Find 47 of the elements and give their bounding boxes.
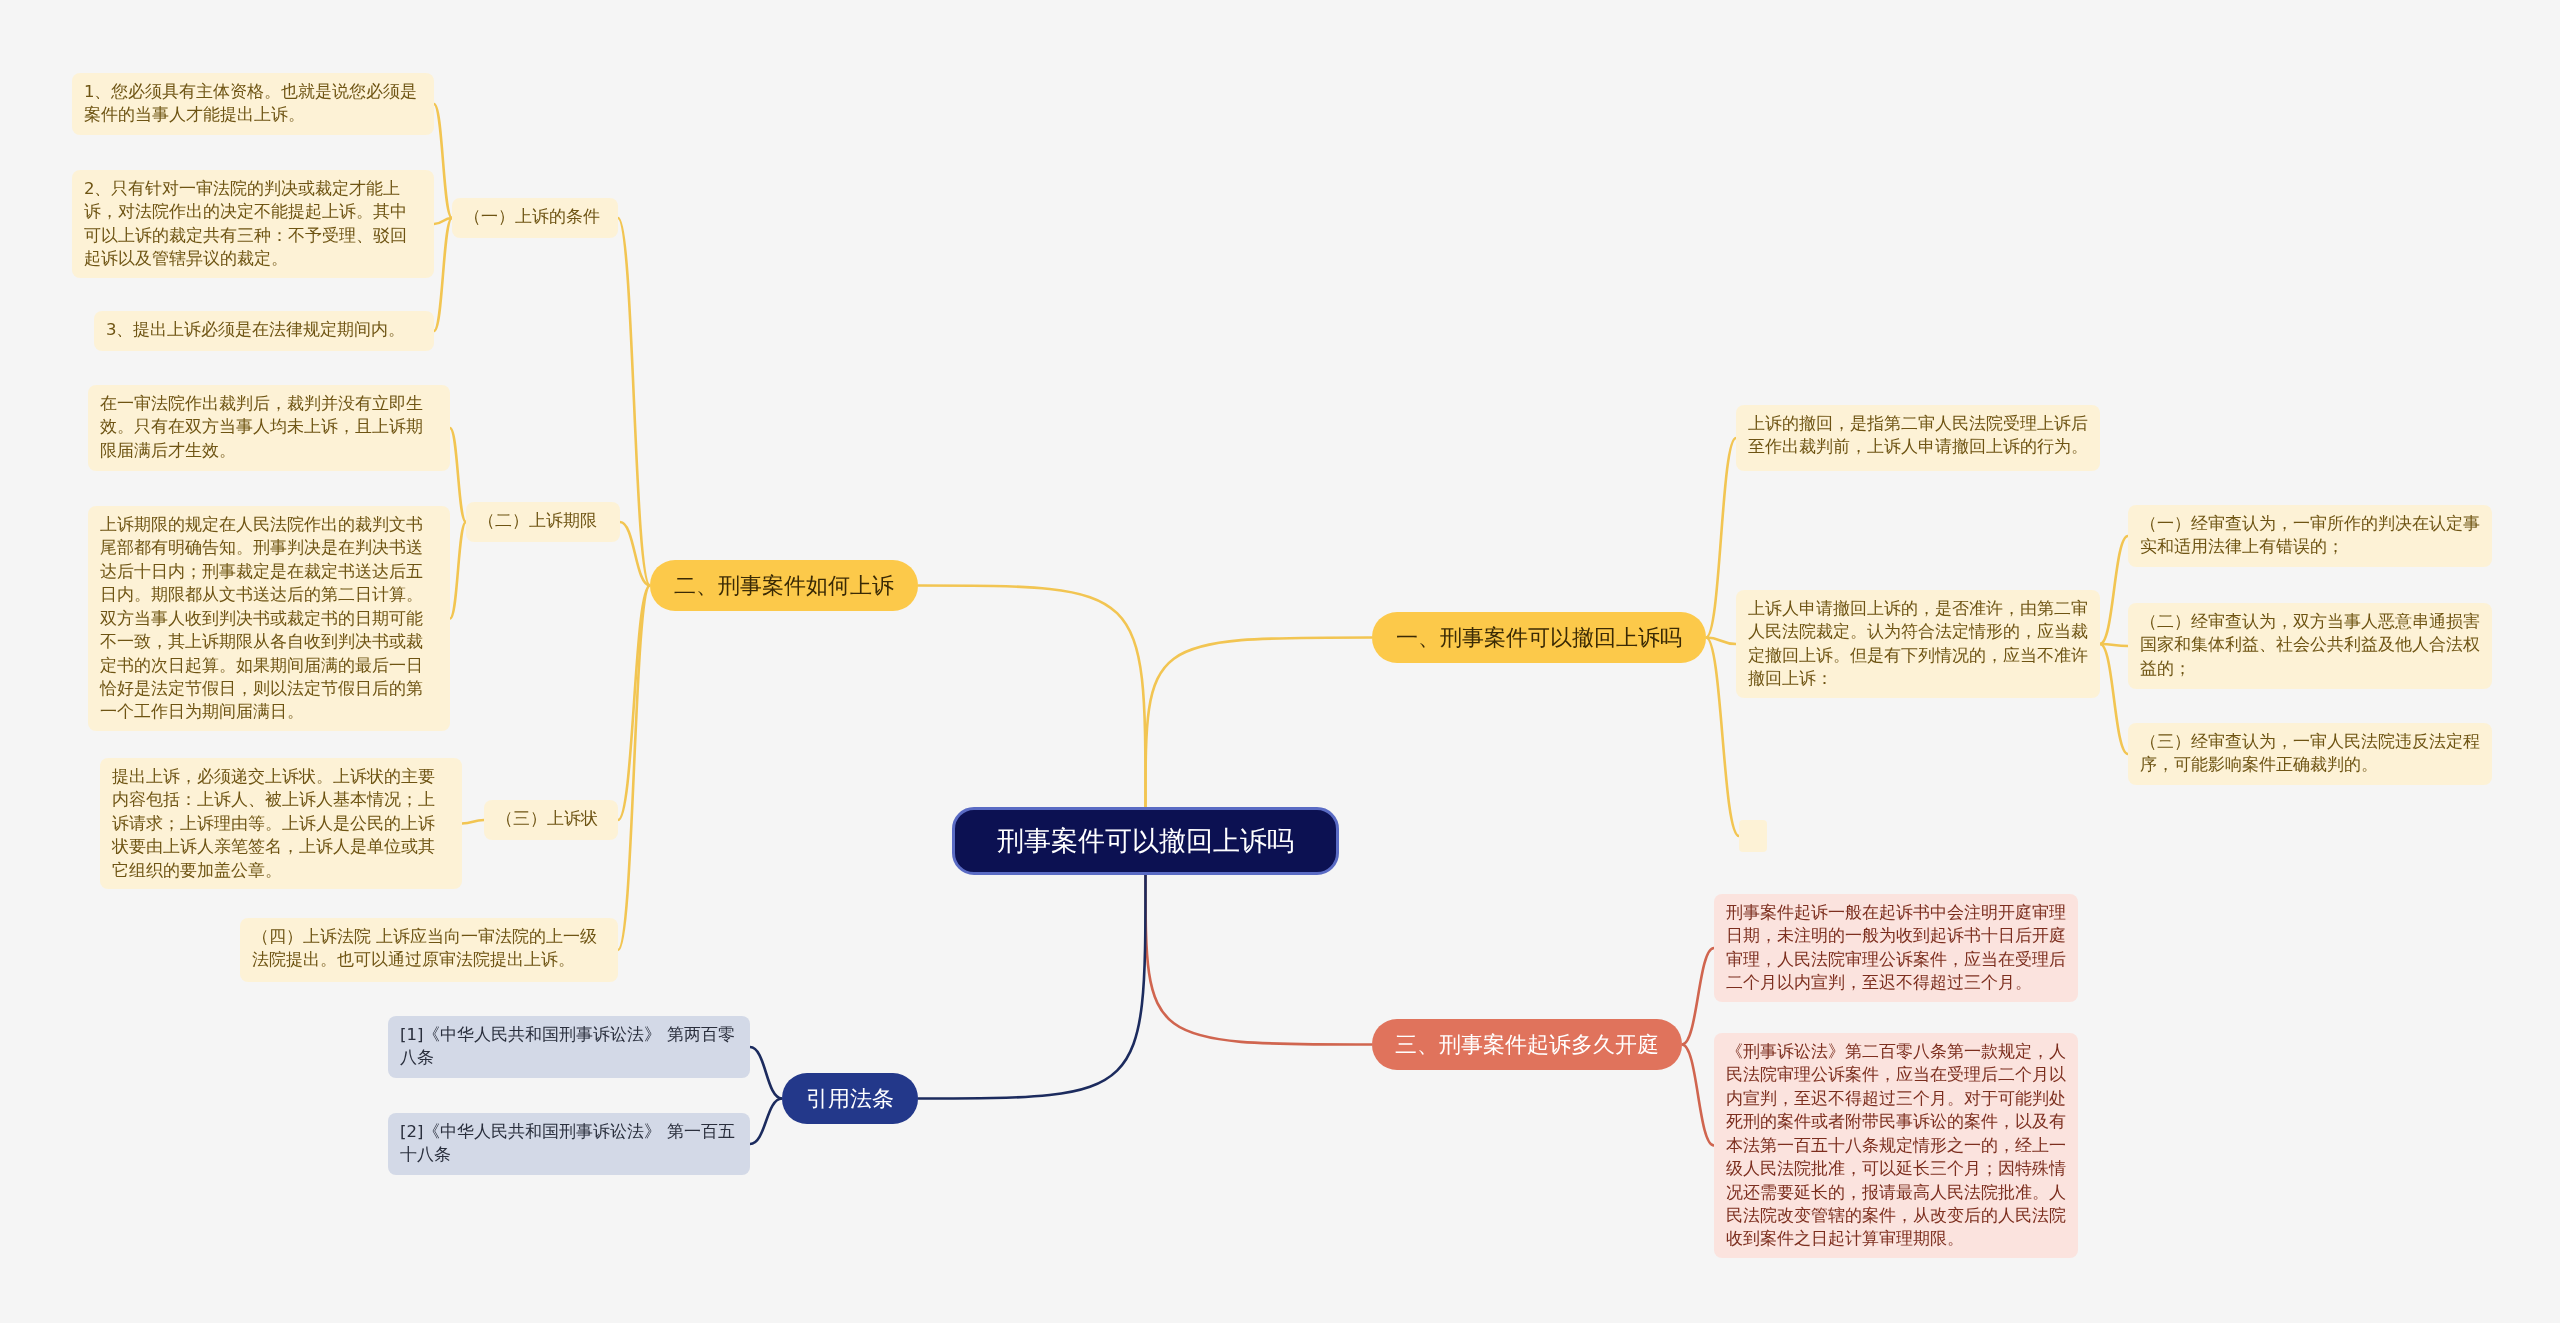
connector-line (918, 584, 1147, 807)
connector-line (749, 1045, 783, 1100)
connector-line (749, 1097, 783, 1146)
branch-topic: 引用法条 (782, 1073, 918, 1125)
subtopic-box: （四）上诉法院 上诉应当向一审法院的上一级法院提出。也可以通过原审法院提出上诉。 (240, 918, 618, 982)
subtopic-box: 《刑事诉讼法》第二百零八条第一款规定，人民法院审理公诉案件，应当在受理后二个月以内宣判，至迟不得超过三个月。对于可能判处死刑的案件或者附带民事诉讼的案件，以及有本法第一百五十八条规定情形之一的，经上一级人民法院批准，可以延长三个月；因特殊情况还需要延长的，报请最高人民法院批准。人民法院改变管辖的案件，从改变后的人民法院收到案件之日起计算审理期限。 (1714, 1033, 2078, 1258)
subtopic-box: （一）上诉的条件 (452, 198, 618, 238)
connector-line (1681, 1043, 1715, 1147)
branch-topic: 一、刑事案件可以撤回上诉吗 (1372, 612, 1706, 664)
connector-line (433, 103, 453, 219)
connector-line (461, 818, 485, 825)
connector-line (433, 217, 453, 332)
subtopic-box: 3、提出上诉必须是在法律规定期间内。 (94, 311, 434, 351)
empty-box (1739, 820, 1767, 852)
connector-line (619, 520, 651, 587)
connector-line (1705, 636, 1740, 837)
connector-line (2099, 642, 2129, 756)
central-topic: 刑事案件可以撤回上诉吗 (952, 807, 1339, 876)
subtopic-box: （二）上诉期限 (466, 502, 620, 542)
connector-line (616, 217, 652, 587)
subtopic-box: 提出上诉，必须递交上诉状。上诉状的主要内容包括：上诉人、被上诉人基本情况；上诉请求；上诉理由等。上诉人是公民的上诉状要由上诉人亲笔签名，上诉人是单位或其它组织的要加盖公章。 (100, 758, 462, 890)
connector-line (449, 427, 467, 523)
subtopic-box: 在一审法院作出裁判后，裁判并没有立即生效。只有在双方当事人均未上诉，且上诉期限届满后才生效。 (88, 385, 450, 471)
subtopic-box: [2]《中华人民共和国刑事诉讼法》 第一百五十八条 (388, 1113, 750, 1175)
connector-line (433, 216, 453, 226)
connector-line (1681, 946, 1715, 1046)
subtopic-box: （二）经审查认为，双方当事人恶意串通损害国家和集体利益、社会公共利益及他人合法权益的； (2128, 603, 2492, 689)
branch-topic: 二、刑事案件如何上诉 (650, 560, 918, 612)
connector-line (449, 521, 467, 620)
subtopic-box: 上诉期限的规定在人民法院作出的裁判文书尾部都有明确告知。刑事判决是在判决书送达后十日内；刑事裁定是在裁定书送达后五日内。期限都从文书送达后的第二日计算。双方当事人收到判决书或裁定书的日期可能不一致，其上诉期限从各自收到判决书或裁定书的次日起算。如果期间届满的最后一日恰好是法定节假日，则以法定节假日后的第一个工作日为期间届满日。 (88, 506, 450, 731)
subtopic-box: （三）上诉状 (484, 800, 618, 840)
subtopic-box: 刑事案件起诉一般在起诉书中会注明开庭审理日期，未注明的一般为收到起诉书十日后开庭审理，人民法院审理公诉案件，应当在受理后二个月以内宣判，至迟不得超过三个月。 (1714, 894, 2078, 1002)
connector-line (2100, 642, 2128, 648)
subtopic-box: [1]《中华人民共和国刑事诉讼法》 第两百零八条 (388, 1016, 750, 1078)
subtopic-box: 1、您必须具有主体资格。也就是说您必须是案件的当事人才能提出上诉。 (72, 73, 434, 135)
connector-line (616, 584, 652, 951)
subtopic-box: 2、只有针对一审法院的判决或裁定才能上诉，对法院作出的决定不能提起上诉。其中可以上诉的裁定共有三种：不予受理、驳回起诉以及管辖异议的裁定。 (72, 170, 434, 278)
connector-line (1705, 636, 1737, 646)
branch-topic: 三、刑事案件起诉多久开庭 (1372, 1019, 1682, 1071)
subtopic-box: 上诉的撤回，是指第二审人民法院受理上诉后至作出裁判前，上诉人申请撤回上诉的行为。 (1736, 405, 2100, 471)
subtopic-box: （三）经审查认为，一审人民法院违反法定程序，可能影响案件正确裁判的。 (2128, 723, 2492, 785)
connector-line (617, 584, 651, 821)
subtopic-box: 上诉人申请撤回上诉的，是否准许，由第二审人民法院裁定。认为符合法定情形的，应当裁定撤回上诉。但是有下列情况的，应当不准许撤回上诉： (1736, 590, 2100, 698)
connector-line (918, 875, 1147, 1100)
subtopic-box: （一）经审查认为，一审所作的判决在认定事实和适用法律上有错误的； (2128, 505, 2492, 567)
connector-line (2099, 534, 2129, 646)
connector-line (1705, 437, 1737, 639)
